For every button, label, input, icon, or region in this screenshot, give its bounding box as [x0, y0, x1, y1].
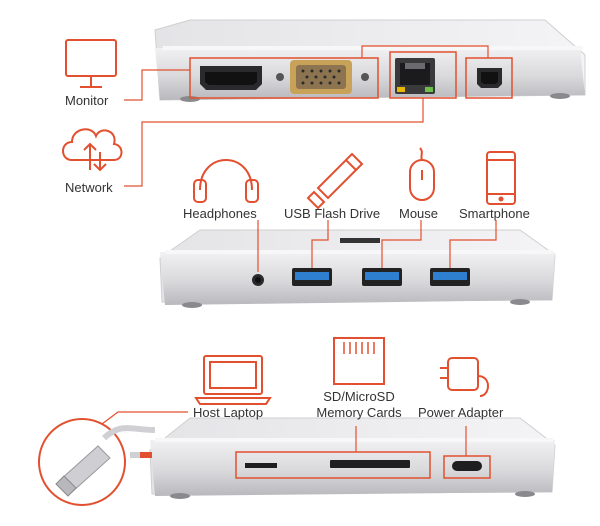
ethernet-port: [395, 58, 435, 94]
laptop-icon: [194, 355, 272, 405]
leader-lines-top: [124, 45, 489, 187]
usb-a-ports: [292, 268, 470, 286]
label-mouse: Mouse: [399, 206, 439, 221]
cloud-network-icon: [62, 128, 123, 172]
label-host-laptop: Host Laptop: [193, 405, 264, 420]
usb-c-cable-icon: [38, 418, 156, 506]
label-sd-cards-line2: Memory Cards: [316, 405, 402, 420]
headphones-icon: [193, 159, 259, 203]
usb-flash-drive-icon: [306, 152, 364, 210]
label-usb-flash-drive: USB Flash Drive: [284, 206, 381, 221]
monitor-icon: [65, 39, 117, 88]
mouse-icon: [409, 147, 435, 201]
screw: [361, 73, 369, 81]
label-network: Network: [65, 180, 113, 195]
slot-highlight-boxes: [235, 451, 491, 479]
label-power-adapter: Power Adapter: [418, 405, 504, 420]
middle-dock-device: [159, 229, 556, 308]
power-adapter-icon: [440, 357, 489, 397]
audio-jack: [252, 274, 264, 286]
bottom-dock-device: [130, 417, 556, 499]
label-sd-cards: SD/MicroSD Memory Cards: [304, 389, 414, 421]
leader-lines-bottom: [101, 411, 467, 456]
screw: [276, 73, 284, 81]
mini-displayport: [477, 68, 502, 88]
vga-port: [290, 60, 352, 94]
sd-slot: [330, 460, 410, 468]
microsd-slot: [245, 463, 277, 468]
smartphone-icon: [486, 151, 516, 205]
hdmi-port: [200, 66, 262, 90]
label-monitor: Monitor: [65, 93, 109, 108]
leader-lines-middle: [257, 220, 497, 272]
sd-card-icon: [333, 337, 385, 385]
usb-c-port: [452, 461, 482, 471]
label-headphones: Headphones: [183, 206, 257, 221]
label-smartphone: Smartphone: [459, 206, 530, 221]
label-sd-cards-line1: SD/MicroSD: [323, 389, 395, 404]
